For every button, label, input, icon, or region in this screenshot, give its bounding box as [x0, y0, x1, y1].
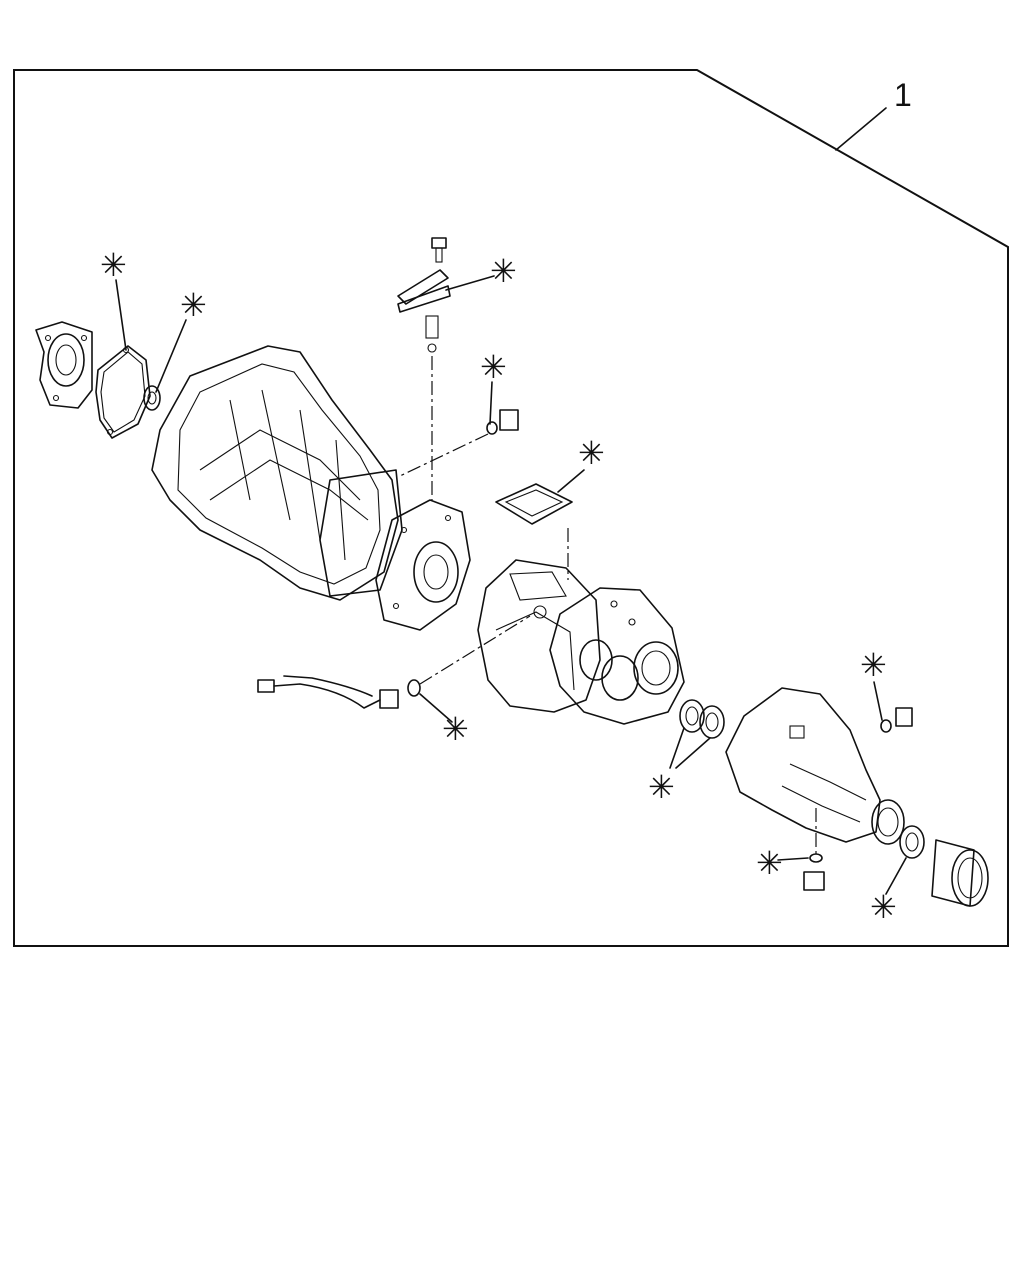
marker-symbol: ✳	[100, 247, 127, 283]
callout-leaders	[115, 275, 907, 895]
marker-symbol: ✳	[648, 769, 675, 805]
diagram-frame	[13, 69, 1009, 947]
rear-cover	[35, 321, 93, 409]
oil-seals-pair	[679, 699, 725, 739]
marker-symbol: ✳	[870, 889, 897, 925]
rear-extension-housing	[725, 687, 905, 845]
non-reusable-markers: ✳ ✳ ✳ ✳ ✳ ✳ ✳ ✳ ✳ ✳	[100, 247, 897, 925]
rear-output-seal	[899, 825, 925, 859]
transfer-case-front	[477, 559, 601, 713]
marker-symbol: ✳	[442, 711, 469, 747]
marker-symbol: ✳	[756, 845, 783, 881]
marker-symbol: ✳	[180, 287, 207, 323]
marker-symbol: ✳	[578, 435, 605, 471]
bearing-seal-small	[143, 385, 161, 411]
plug-upper	[399, 409, 519, 477]
plug-lower	[803, 808, 825, 891]
transmission-case	[151, 345, 403, 601]
shift-hardware	[397, 237, 451, 500]
assembly-callout: 1	[835, 77, 912, 151]
rear-cover-gasket	[95, 345, 151, 439]
intermediate-plate	[375, 499, 471, 631]
speedometer-cable	[257, 615, 531, 709]
marker-symbol: ✳	[490, 253, 517, 289]
marker-symbol: ✳	[860, 647, 887, 683]
dust-cover-cylinder	[931, 839, 989, 907]
plug-right	[880, 707, 913, 733]
assembly-callout-number: 1	[894, 77, 912, 113]
top-cover-gasket	[495, 483, 573, 580]
transfer-case-main	[549, 587, 685, 725]
marker-symbol: ✳	[480, 349, 507, 385]
